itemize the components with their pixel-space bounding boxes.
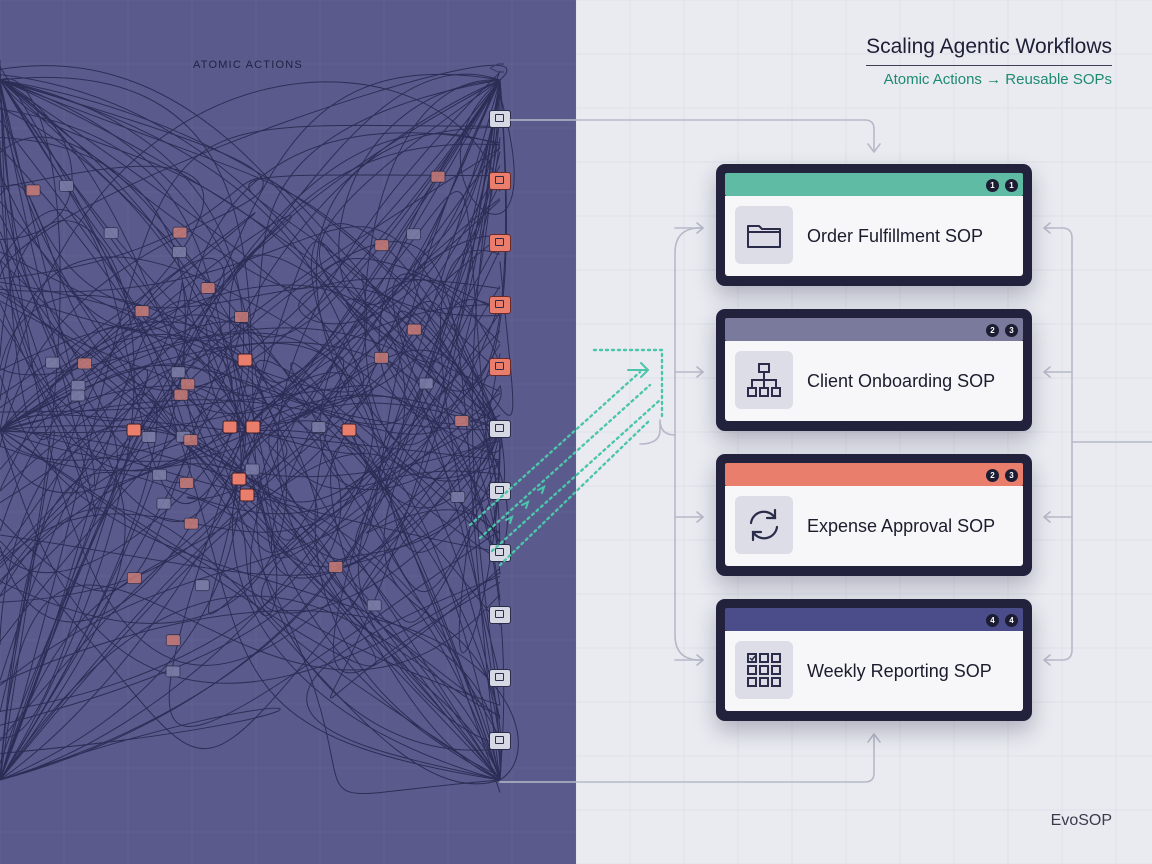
card-header-bar: 1 1	[725, 173, 1023, 196]
page-title: Scaling Agentic Workflows	[866, 35, 1112, 58]
background-grid	[576, 0, 1152, 864]
action-message-icon	[489, 606, 511, 624]
step-badge: 3	[1005, 324, 1018, 337]
card-body: Weekly Reporting SOP	[725, 631, 1023, 711]
atomic-actions-title: ATOMIC ACTIONS	[193, 59, 303, 71]
card-body: Client Onboarding SOP	[725, 341, 1023, 421]
step-badge: 2	[986, 324, 999, 337]
action-card-icon	[489, 420, 511, 438]
action-chat-icon	[489, 234, 511, 252]
sop-label: Client Onboarding SOP	[807, 371, 996, 391]
sop-card-client-onboarding[interactable]: 2 3 Client Onboarding SOP	[716, 309, 1032, 431]
hierarchy-icon	[735, 351, 793, 409]
folder-icon	[735, 206, 793, 264]
sop-card-weekly-reporting[interactable]: 4 4 Weekly Reporting SOP	[716, 599, 1032, 721]
grid-icon	[735, 641, 793, 699]
refresh-icon	[735, 496, 793, 554]
card-header-bar: 2 3	[725, 318, 1023, 341]
step-badge: 3	[1005, 469, 1018, 482]
action-link-icon	[489, 732, 511, 750]
atomic-actions-panel: ATOMIC ACTIONS	[0, 0, 576, 864]
sop-label: Order Fulfillment SOP	[807, 226, 984, 246]
sop-card-expense-approval[interactable]: 2 3 Expense Approval SOP	[716, 454, 1032, 576]
page-subtitle: Atomic Actions → Reusable SOPs	[883, 71, 1112, 88]
card-body: Expense Approval SOP	[725, 486, 1023, 566]
action-list-icon	[489, 358, 511, 376]
action-edit-icon	[489, 296, 511, 314]
card-header-bar: 4 4	[725, 608, 1023, 631]
action-settings-icon	[489, 544, 511, 562]
title-divider	[866, 65, 1112, 66]
action-user-icon	[489, 669, 511, 687]
step-badge: 4	[986, 614, 999, 627]
step-badge: 4	[1005, 614, 1018, 627]
sop-label: Weekly Reporting SOP	[807, 661, 992, 681]
card-body: Order Fulfillment SOP	[725, 196, 1023, 276]
step-badge: 1	[1005, 179, 1018, 192]
step-badge: 2	[986, 469, 999, 482]
sop-label: Expense Approval SOP	[807, 516, 996, 536]
step-badge: 1	[986, 179, 999, 192]
action-mesh	[0, 60, 519, 795]
sop-card-order-fulfillment[interactable]: 1 1 Order Fulfillment SOP	[716, 164, 1032, 286]
card-header-bar: 2 3	[725, 463, 1023, 486]
action-cart-icon	[489, 172, 511, 190]
action-table-icon	[489, 482, 511, 500]
brand-label: EvoSOP	[1050, 812, 1112, 829]
action-doc-icon	[489, 110, 511, 128]
